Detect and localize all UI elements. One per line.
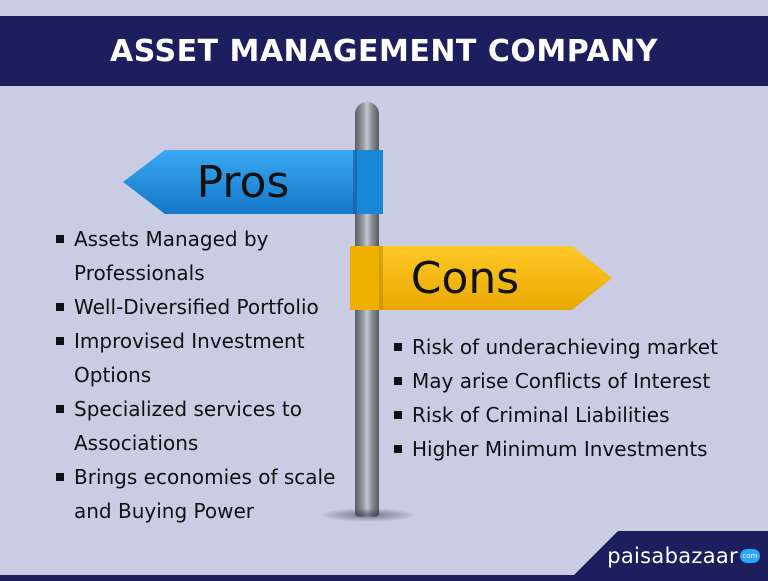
pros-sign: Pros [123,150,383,214]
list-item: Higher Minimum Investments [394,432,734,466]
footer-brand: paisabazaar com [568,531,768,581]
bullet-icon [56,235,64,243]
right-arrow-icon [350,246,612,310]
pros-list: Assets Managed by Professionals Well-Div… [56,222,356,528]
list-item: May arise Conflicts of Interest [394,364,734,398]
list-item: Well-Diversified Portfolio [56,290,356,324]
pole-shadow [318,508,418,522]
bullet-icon [394,377,402,385]
bullet-icon [56,405,64,413]
left-arrow-icon [123,150,383,214]
cons-list: Risk of underachieving market May arise … [394,330,734,466]
page-title: ASSET MANAGEMENT COMPANY [109,33,658,69]
bullet-icon [394,343,402,351]
list-item: Assets Managed by Professionals [56,222,356,290]
list-item: Specialized services to Associations [56,392,356,460]
header-banner: ASSET MANAGEMENT COMPANY [0,16,768,86]
bullet-icon [56,473,64,481]
bullet-icon [56,337,64,345]
brand-logo: paisabazaar [607,544,738,568]
list-item: Improvised Investment Options [56,324,356,392]
list-item: Risk of Criminal Liabilities [394,398,734,432]
cons-sign: Cons [350,246,612,310]
bullet-icon [394,411,402,419]
bottom-bar [0,575,768,581]
bullet-icon [394,445,402,453]
pros-label: Pros [196,156,290,208]
list-item: Brings economies of scale and Buying Pow… [56,460,356,528]
list-item: Risk of underachieving market [394,330,734,364]
bullet-icon [56,303,64,311]
brand-badge: com [740,549,760,563]
cons-label: Cons [410,252,520,304]
